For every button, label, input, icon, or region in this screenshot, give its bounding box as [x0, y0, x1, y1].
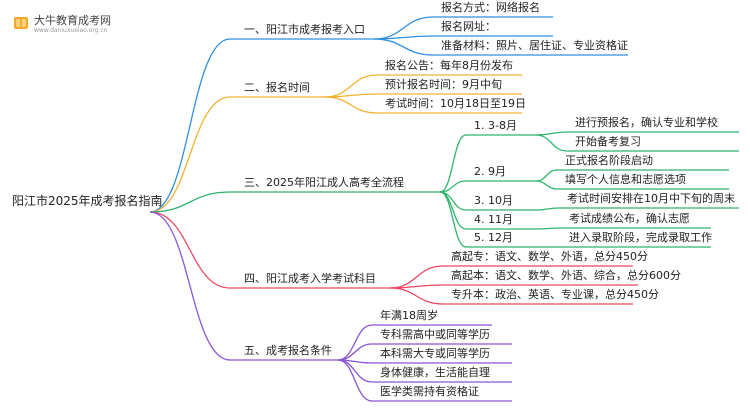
branch-node-3: 三、2025年阳江成人高考全流程	[244, 176, 404, 189]
sub-node-3-1-2: 开始备考复习	[575, 135, 641, 148]
branch-link-5	[149, 211, 231, 361]
branch-node-2: 二、报名时间	[244, 81, 310, 94]
leaf-node-2-3: 考试时间：10月18日至19日	[385, 97, 526, 110]
sub-link-3-1-2	[535, 134, 568, 152]
sub-link-3-4-1	[535, 227, 562, 230]
sub-link-3-3-1	[535, 207, 560, 211]
leaf-node-4-2: 高起本：语文、数学、外语、综合，总分600分	[451, 269, 681, 282]
brand-url: www.daniuxueiao.org.cn	[34, 27, 108, 34]
sub-link-3-2-1	[535, 169, 558, 182]
leaf-node-5-5: 医学类需持有资格证	[380, 385, 479, 398]
leaf-node-5-4: 身体健康，生活能自理	[380, 366, 490, 379]
leaf-link-2-2	[324, 93, 378, 98]
leaf-link-2-3	[324, 96, 378, 114]
branch-node-5: 五、成考报名条件	[244, 344, 332, 357]
sub-node-3-5-1: 进入录取阶段，完成录取工作	[569, 231, 712, 244]
book-logo-icon	[14, 17, 28, 29]
leaf-node-1-1: 报名方式：网络报名	[441, 1, 540, 14]
leaf-node-3-4: 4. 11月	[474, 213, 513, 226]
sub-link-3-1-1	[535, 131, 568, 136]
root-node: 阳江市2025年成考报名指南	[12, 194, 163, 208]
leaf-node-5-1: 年满18周岁	[380, 309, 438, 322]
sub-node-3-1-1: 进行预报名，确认专业和学校	[575, 116, 718, 129]
leaf-node-2-1: 报名公告：每年8月份发布	[385, 59, 513, 72]
sub-node-3-4-1: 考试成绩公布，确认志愿	[569, 212, 690, 225]
sub-node-3-2-2: 填写个人信息和志愿选项	[565, 173, 686, 186]
branch-link-1	[149, 38, 231, 213]
leaf-link-4-3	[389, 287, 444, 305]
branch-link-4	[149, 211, 231, 289]
leaf-link-1-3	[373, 38, 434, 56]
leaf-node-5-2: 专科需高中或同等学历	[380, 328, 490, 341]
leaf-node-4-3: 专升本：政治、英语、专业课，总分450分	[451, 288, 659, 301]
leaf-link-5-5	[337, 359, 373, 402]
leaf-node-3-2: 2. 9月	[474, 165, 506, 178]
leaf-link-4-2	[389, 284, 444, 289]
leaf-link-3-4	[439, 191, 467, 230]
sub-node-3-3-1: 考试时间安排在10月中下旬的周末	[567, 192, 735, 205]
sub-node-3-2-1: 正式报名阶段启动	[565, 154, 653, 167]
leaf-node-1-3: 准备材料：照片、居住证、专业资格证	[441, 39, 628, 52]
leaf-node-2-2: 预计报名时间：9月中旬	[385, 78, 502, 91]
leaf-link-5-1	[337, 324, 373, 361]
leaf-node-4-1: 高起专：语文、数学、外语，总分450分	[451, 250, 648, 263]
leaf-link-5-2	[337, 343, 373, 361]
leaf-link-3-1	[439, 134, 467, 193]
branch-link-2	[149, 96, 231, 213]
branch-node-1: 一、阳江市成考报考入口	[244, 23, 365, 36]
brand-name: 大牛教育成考网	[34, 14, 111, 27]
leaf-link-3-5	[439, 191, 467, 248]
sub-link-3-2-2	[535, 180, 558, 190]
leaf-link-1-2	[373, 35, 434, 40]
leaf-node-5-3: 本科需大专或同等学历	[380, 347, 490, 360]
leaf-node-3-1: 1. 3-8月	[474, 119, 517, 132]
leaf-node-3-5: 5. 12月	[474, 231, 513, 244]
leaf-node-1-2: 报名网址：	[441, 20, 496, 33]
branch-link-3	[149, 191, 231, 213]
branch-node-4: 四、阳江成考入学考试科目	[244, 272, 376, 285]
leaf-node-3-3: 3. 10月	[474, 194, 513, 207]
